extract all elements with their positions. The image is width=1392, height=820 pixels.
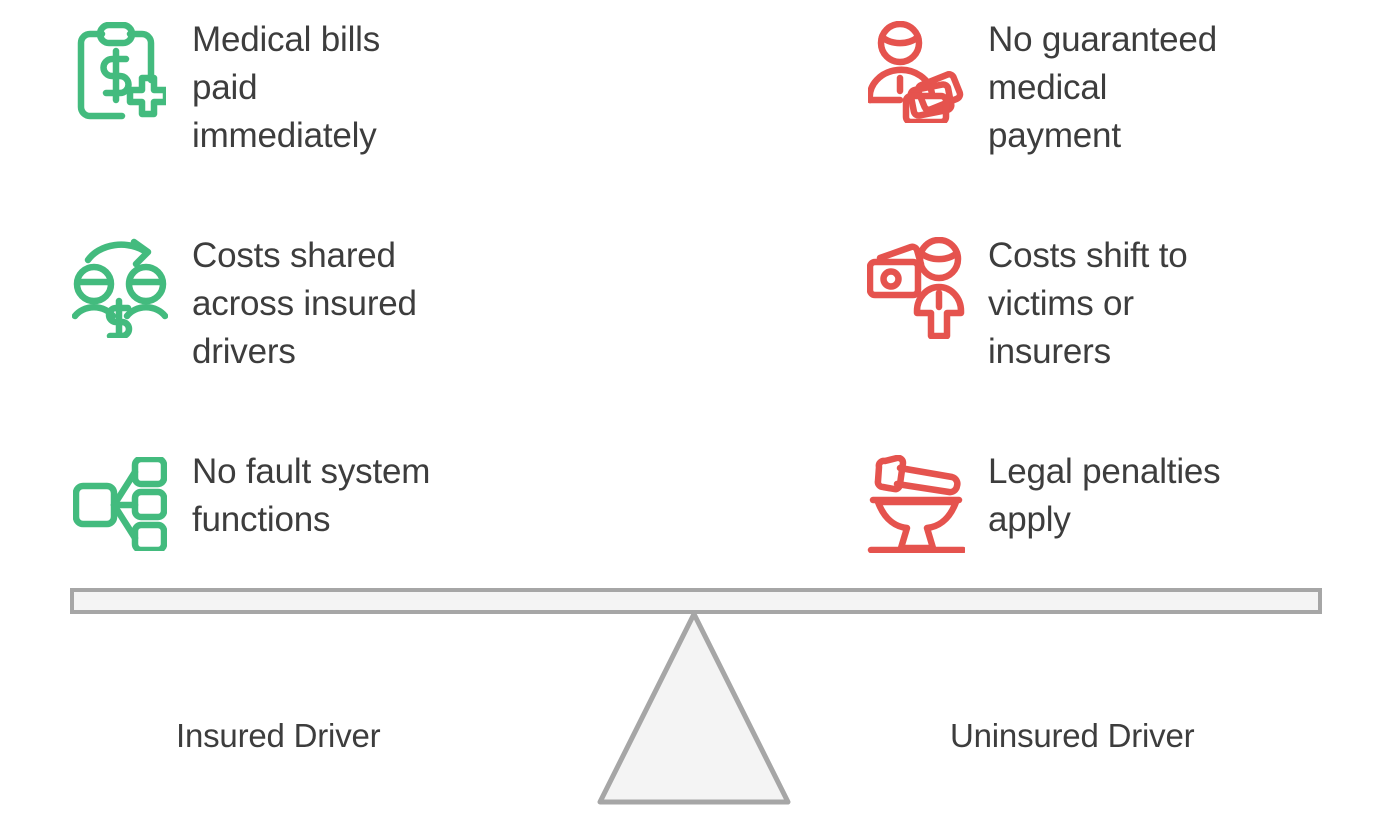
list-item-label: Medical bills paid immediately (192, 20, 381, 155)
list-item: No guaranteed medical payment (866, 14, 1326, 160)
two-people-dollar-exchange-icon (70, 230, 170, 340)
list-item-label: Legal penalties apply (988, 452, 1221, 539)
balance-fulcrum (596, 610, 792, 806)
person-with-money-cards-icon (866, 14, 966, 124)
wallet-and-person-icon (866, 230, 966, 340)
list-item-label: No fault system functions (192, 452, 431, 539)
uninsured-driver-label: Uninsured Driver (950, 717, 1195, 754)
list-item: Legal penalties apply (866, 446, 1326, 556)
list-item: Medical bills paid immediately (70, 14, 530, 160)
network-hierarchy-icon (70, 446, 170, 556)
balance-beam (70, 588, 1322, 614)
list-item: No fault system functions (70, 446, 530, 556)
hammer-anvil-icon (866, 446, 966, 556)
clipboard-dollar-medical-icon (70, 14, 170, 124)
list-item: Costs shift to victims or insurers (866, 230, 1326, 376)
list-item-label: Costs shift to victims or insurers (988, 236, 1188, 371)
list-item-label: Costs shared across insured drivers (192, 236, 417, 371)
list-item-label: No guaranteed medical payment (988, 20, 1217, 155)
list-item: Costs shared across insured drivers (70, 230, 530, 376)
insured-driver-label: Insured Driver (176, 717, 381, 754)
